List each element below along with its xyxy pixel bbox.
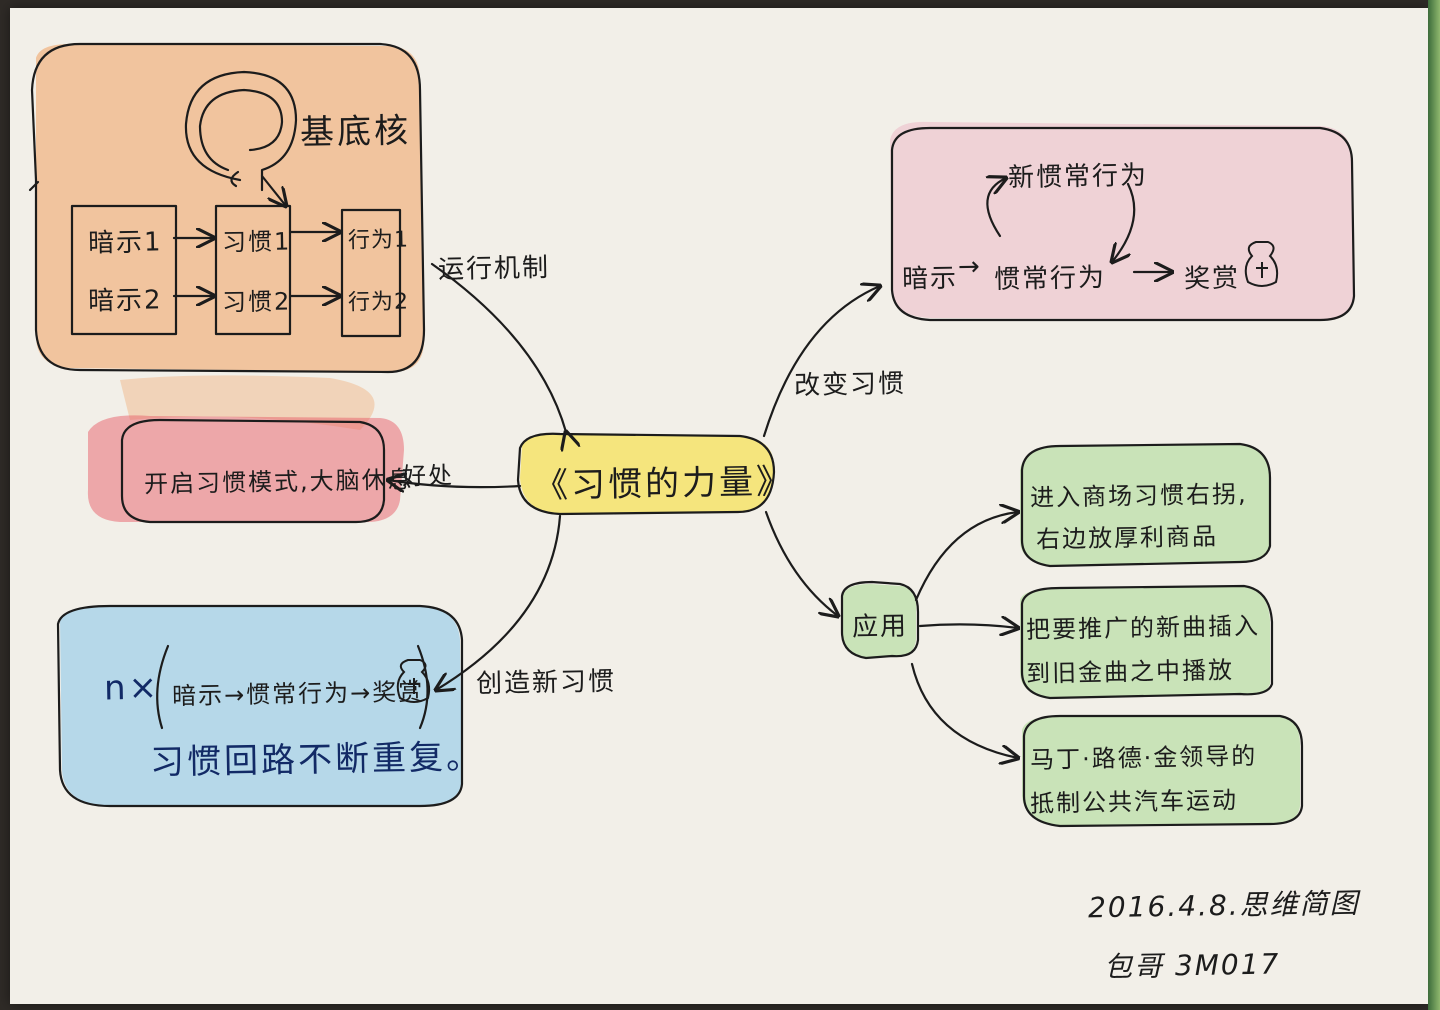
cue-2-label: 暗示2	[87, 285, 163, 317]
change-routine-label: 惯常行为	[993, 263, 1107, 295]
action-2-label: 行为2	[347, 289, 410, 316]
date-caption: 2016.4.8.思维简图	[1087, 886, 1360, 925]
habit-column-box	[214, 204, 292, 336]
author-signature: 包哥 3M017	[1103, 947, 1281, 984]
crayon-fill-central	[520, 433, 775, 514]
brain-icon	[184, 70, 298, 192]
mechanism-branch-label: 运行机制	[437, 253, 551, 285]
application-item-1-line-1: 进入商场习惯右拐,	[1029, 480, 1248, 512]
application-item-1-line-2: 右边放厚利商品	[1035, 522, 1219, 554]
create-box	[56, 604, 464, 808]
change-cue-arrow: →	[957, 251, 983, 283]
habit-1-label: 习惯1	[221, 227, 292, 257]
create-note: 习惯回路不断重复。	[149, 737, 484, 783]
new-routine-label: 新惯常行为	[1007, 160, 1149, 194]
crayon-fill-create	[60, 606, 462, 806]
money-bag-icon	[1244, 241, 1279, 287]
mechanism-box	[30, 42, 426, 374]
benefit-branch-label: 好处	[401, 461, 455, 491]
action-column-box	[340, 208, 402, 338]
habit-2-label: 习惯2	[221, 287, 292, 317]
create-formula: 暗示→惯常行为→奖赏	[171, 677, 425, 711]
application-item-box	[1020, 442, 1272, 568]
application-item-3-line-2: 抵制公共汽车运动	[1029, 786, 1239, 818]
crayon-fill-change	[890, 121, 1354, 321]
create-branch-label: 创造新习惯	[475, 666, 617, 700]
background-edge	[1428, 0, 1440, 1010]
benefit-box	[120, 418, 386, 524]
application-item-2-line-1: 把要推广的新曲插入	[1025, 611, 1261, 645]
cue-column-box	[70, 204, 178, 336]
application-item-box	[1022, 714, 1304, 828]
crayon-fill-application	[842, 444, 1300, 826]
application-item-box	[1020, 584, 1274, 700]
central-topic: 《习惯的力量》	[533, 461, 794, 507]
action-1-label: 行为1	[347, 227, 410, 254]
money-bag-icon	[396, 659, 431, 703]
basal-ganglia-label: 基底核	[299, 111, 412, 153]
repeat-prefix: n×	[103, 667, 161, 709]
change-cue-label: 暗示	[901, 263, 959, 295]
application-node	[840, 580, 920, 660]
change-box	[890, 126, 1356, 322]
application-item-2-line-2: 到旧金曲之中播放	[1025, 656, 1235, 688]
change-reward-label: 奖赏	[1183, 263, 1241, 295]
application-item-3-line-1: 马丁·路德·金领导的	[1029, 742, 1258, 774]
crayon-fill-benefit	[87, 415, 404, 523]
central-node	[516, 432, 776, 516]
cue-1-label: 暗示1	[87, 227, 163, 259]
application-node-label: 应用	[851, 611, 909, 643]
benefit-content: 开启习惯模式,大脑休息	[143, 465, 414, 499]
change-branch-label: 改变习惯	[793, 369, 907, 401]
